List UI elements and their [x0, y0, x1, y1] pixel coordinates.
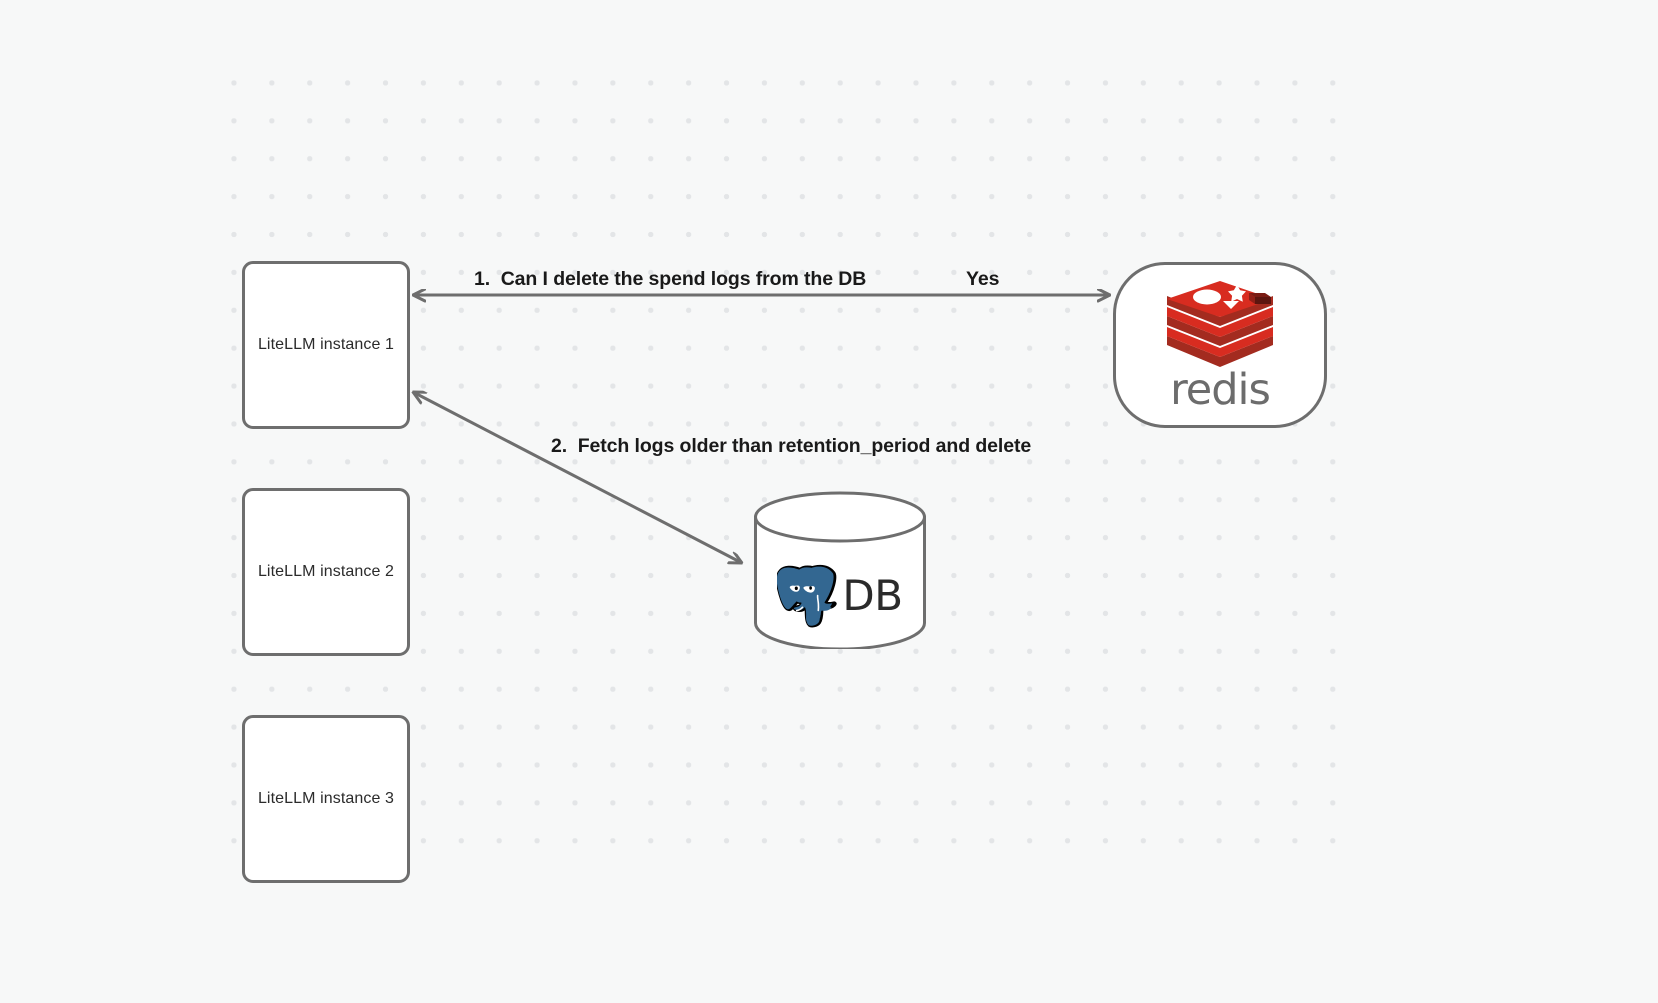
redis-wordmark-label: redis: [1170, 364, 1271, 415]
node-litellm-instance-2[interactable]: LiteLLM instance 2: [242, 488, 410, 656]
redis-stack-icon: [1167, 280, 1273, 367]
edge-label-redis-reply: Yes: [966, 268, 1000, 290]
node-litellm-instance-1[interactable]: LiteLLM instance 1: [242, 261, 410, 429]
db-label: DB: [842, 571, 903, 620]
node-litellm-instance-1-label: LiteLLM instance 1: [257, 336, 395, 353]
node-litellm-instance-3-label: LiteLLM instance 3: [257, 790, 395, 807]
cylinder-shape-icon: [754, 491, 926, 649]
edge-label-step-2: 2. Fetch logs older than retention_perio…: [551, 435, 1032, 457]
edge-litellm1-db[interactable]: [413, 392, 742, 563]
redis-logo-icon: redis: [1161, 279, 1279, 412]
node-litellm-instance-2-label: LiteLLM instance 2: [257, 563, 395, 580]
node-litellm-instance-3[interactable]: LiteLLM instance 3: [242, 715, 410, 883]
edge-label-step-1: 1. Can I delete the spend logs from the …: [474, 268, 867, 290]
postgresql-elephant-icon: [777, 564, 838, 628]
node-redis[interactable]: redis: [1113, 262, 1327, 428]
node-database[interactable]: DB: [753, 491, 927, 649]
